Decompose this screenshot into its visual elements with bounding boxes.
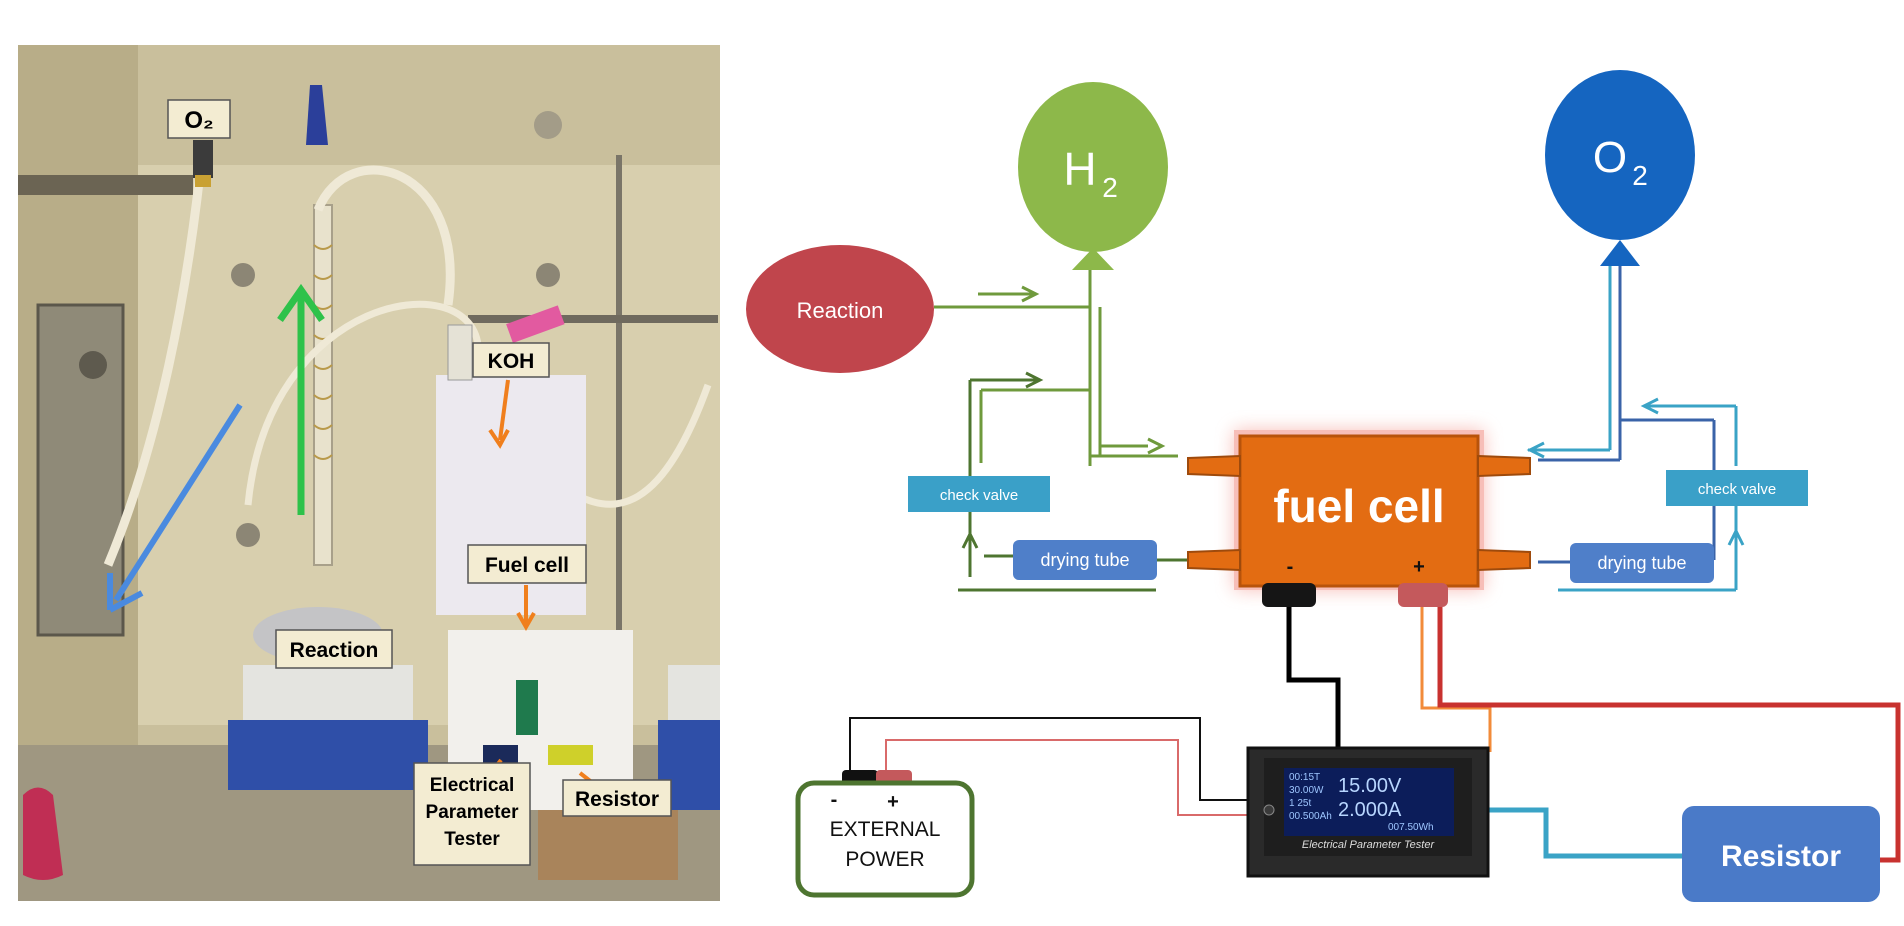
resistor-label: Resistor <box>1721 840 1841 873</box>
photo-label-tester-line1: Electrical <box>430 775 515 796</box>
o2-fitting <box>193 140 213 178</box>
green-arrow-head <box>277 283 325 323</box>
tester-device <box>483 745 518 765</box>
wires <box>849 607 1901 863</box>
external-power: - + EXTERNAL POWER <box>795 770 975 898</box>
fuel-cell-label: fuel cell <box>1273 480 1444 532</box>
reaction-node: Reaction <box>746 245 934 373</box>
orange-arrow-head <box>488 428 510 449</box>
tubing <box>313 165 455 306</box>
o2-label: O <box>1593 133 1627 182</box>
hotplate-top <box>668 665 720 720</box>
fuel-cell-plus: + <box>1413 556 1425 578</box>
electrical-parameter-tester: 00:15T 30.00W 1 25t 00.500Ah 15.00V 2.00… <box>1246 746 1490 878</box>
tubing <box>103 144 208 567</box>
photo-label-fuel-cell: Fuel cell <box>467 544 587 584</box>
photo-label-tester-line3: Tester <box>444 829 500 850</box>
power-minus: - <box>831 789 838 811</box>
knob <box>231 263 255 287</box>
hotplate-base <box>228 720 428 790</box>
orange-arrow <box>498 379 510 441</box>
tester-ah: 00.500Ah <box>1289 811 1332 822</box>
check-valve-left-label: check valve <box>940 487 1018 504</box>
schematic-diagram: Reaction H 2 O 2 <box>746 70 1901 902</box>
photo-label-reaction: Reaction <box>275 629 393 669</box>
check-valve-right-label: check valve <box>1698 481 1776 498</box>
power-plus: + <box>887 791 899 813</box>
check-valve-right: check valve <box>1666 470 1808 506</box>
photo-label-tester: Electrical Parameter Tester <box>413 762 531 866</box>
stopper <box>306 85 328 145</box>
resistor-node: Resistor <box>1682 806 1880 902</box>
fuel-cell-device <box>516 680 538 735</box>
knob <box>236 523 260 547</box>
koh-flask <box>447 324 473 381</box>
photo-label-o2: O₂ <box>167 99 231 139</box>
tester-wh: 007.50Wh <box>1388 822 1434 833</box>
power-label-line2: POWER <box>845 848 924 871</box>
o2-subscript: 2 <box>1632 160 1648 191</box>
blue-arrow-head <box>107 573 144 613</box>
drying-tube-right-label: drying tube <box>1597 553 1686 573</box>
fuel-cell-minus: - <box>1287 556 1294 578</box>
drying-tube-right: drying tube <box>1570 543 1714 583</box>
condenser <box>313 204 333 566</box>
h2-balloon: H 2 <box>1018 82 1168 270</box>
power-label-line1: EXTERNAL <box>830 818 941 841</box>
photo-label-koh-text: KOH <box>488 350 535 373</box>
photo-label-tester-line2: Parameter <box>426 802 520 823</box>
knob <box>79 351 107 379</box>
photo-label-koh: KOH <box>472 342 550 378</box>
red-bag <box>23 787 63 880</box>
h2-label: H <box>1063 143 1096 195</box>
photo-label-fuel-cell-text: Fuel cell <box>485 554 569 577</box>
photo-label-resistor-text: Resistor <box>575 788 659 811</box>
tester-caption: Electrical Parameter Tester <box>1302 839 1436 851</box>
resistor-device <box>548 745 593 765</box>
knob <box>534 111 562 139</box>
o2-fitting-brass <box>195 175 211 187</box>
blue-arrow <box>113 403 243 602</box>
hotplate-top <box>243 665 413 720</box>
check-valve-left: check valve <box>908 476 1050 512</box>
condenser-coil <box>313 244 333 460</box>
pink-stopper <box>506 305 565 343</box>
tester-time: 00:15T <box>1289 772 1320 783</box>
tester-current: 2.000A <box>1338 799 1402 821</box>
tester-temp: 1 25t <box>1289 798 1311 809</box>
o2-balloon: O 2 <box>1545 70 1695 266</box>
tubing <box>244 300 482 506</box>
retort-stand <box>616 155 622 675</box>
reaction-label: Reaction <box>797 298 884 323</box>
fuel-cell: fuel cell - + <box>1187 430 1531 607</box>
tester-power: 30.00W <box>1289 785 1324 796</box>
drying-tube-left: drying tube <box>1013 540 1157 580</box>
clamp-bar <box>468 315 718 323</box>
tester-voltage: 15.00V <box>1338 775 1402 797</box>
apparatus-photo: O₂ KOH Fuel cell Reaction Electrical Par… <box>18 45 720 901</box>
photo-label-o2-text: O₂ <box>184 107 213 134</box>
shelf <box>18 175 193 195</box>
o2-gas-lines <box>1526 266 1745 592</box>
photo-label-reaction-text: Reaction <box>290 639 379 662</box>
photo-label-resistor: Resistor <box>562 779 672 817</box>
knob <box>536 263 560 287</box>
orange-arrow-head <box>516 612 536 632</box>
h2-gas-lines <box>934 270 1178 592</box>
drying-tube-left-label: drying tube <box>1040 550 1129 570</box>
h2-subscript: 2 <box>1102 172 1118 203</box>
cardboard <box>538 810 678 880</box>
